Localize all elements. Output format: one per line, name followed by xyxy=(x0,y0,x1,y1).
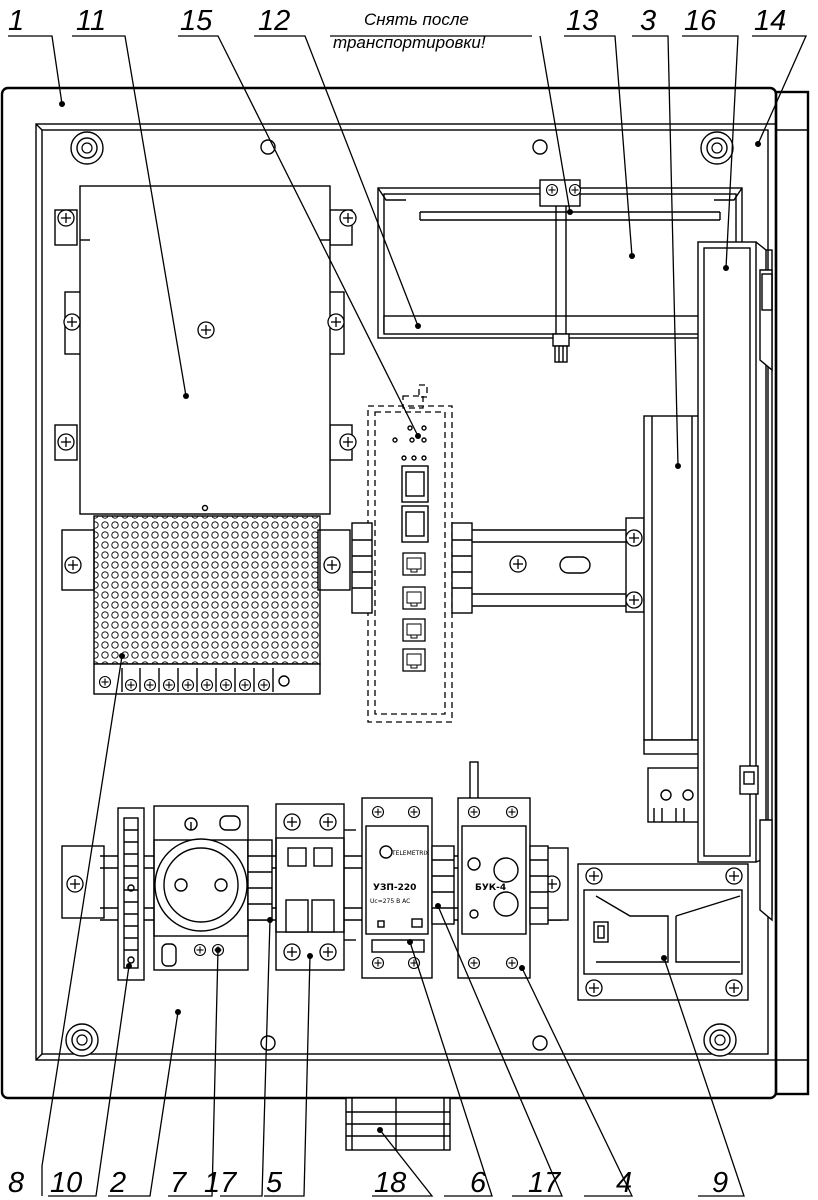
buk-model-text: БУК-4 xyxy=(475,883,506,893)
din-rail-middle xyxy=(351,517,645,614)
terminal-strip xyxy=(117,807,145,981)
mounting-boss xyxy=(65,131,737,1057)
callout-5: 5 xyxy=(266,1167,283,1199)
thermostat-bracket xyxy=(577,863,749,1001)
callout-8: 8 xyxy=(8,1167,24,1199)
callout-16: 16 xyxy=(684,5,717,37)
callout-10: 10 xyxy=(50,1167,82,1199)
power-supply-module xyxy=(54,185,357,695)
uzp-brand-text: TELEMETRIX xyxy=(391,850,429,857)
callout-9: 9 xyxy=(712,1167,728,1199)
uzp-rating-text: Uс=275 В AC xyxy=(370,898,410,905)
callout-numbers-top: 1 11 15 12 13 3 16 14 xyxy=(8,5,786,37)
callout-4: 4 xyxy=(616,1167,632,1199)
callout-6: 6 xyxy=(470,1167,487,1199)
transport-note-line2: транспортировки! xyxy=(333,33,486,52)
callout-7: 7 xyxy=(170,1167,188,1199)
leader-dots xyxy=(59,101,761,1133)
callout-13: 13 xyxy=(566,5,598,37)
callout-18: 18 xyxy=(374,1167,406,1199)
callout-15: 15 xyxy=(180,5,213,37)
transport-bracket xyxy=(377,179,743,363)
transport-note: Снять после транспортировки! xyxy=(333,10,486,52)
psu-terminal-block xyxy=(98,668,290,692)
door-lock xyxy=(739,249,773,922)
transport-note-line1: Снять после xyxy=(364,10,469,29)
control-block-module: БУК-4 xyxy=(457,761,549,979)
door-panel-16 xyxy=(697,241,767,863)
callout-11: 11 xyxy=(76,5,106,37)
door-hinge-side xyxy=(774,90,810,1096)
network-switch xyxy=(367,384,453,723)
surge-protector-module: TELEMETRIX УЗП-220 Uс=275 В AC xyxy=(361,797,455,979)
callout-numbers-bottom: 8 10 2 7 17 5 18 6 17 4 9 xyxy=(8,1167,728,1199)
circuit-breaker xyxy=(275,803,356,971)
vertical-profile-rail xyxy=(643,415,701,823)
callout-2: 2 xyxy=(109,1167,126,1199)
callout-14: 14 xyxy=(754,5,786,37)
callout-3: 3 xyxy=(640,5,656,37)
callout-17-right: 17 xyxy=(528,1167,562,1199)
callout-1: 1 xyxy=(8,5,24,37)
callout-17-left: 17 xyxy=(204,1167,238,1199)
leader-lines xyxy=(8,35,808,1197)
power-socket xyxy=(153,805,273,971)
uzp-model-text: УЗП-220 xyxy=(373,883,416,893)
callout-12: 12 xyxy=(258,5,290,37)
cable-gland xyxy=(345,1097,451,1151)
